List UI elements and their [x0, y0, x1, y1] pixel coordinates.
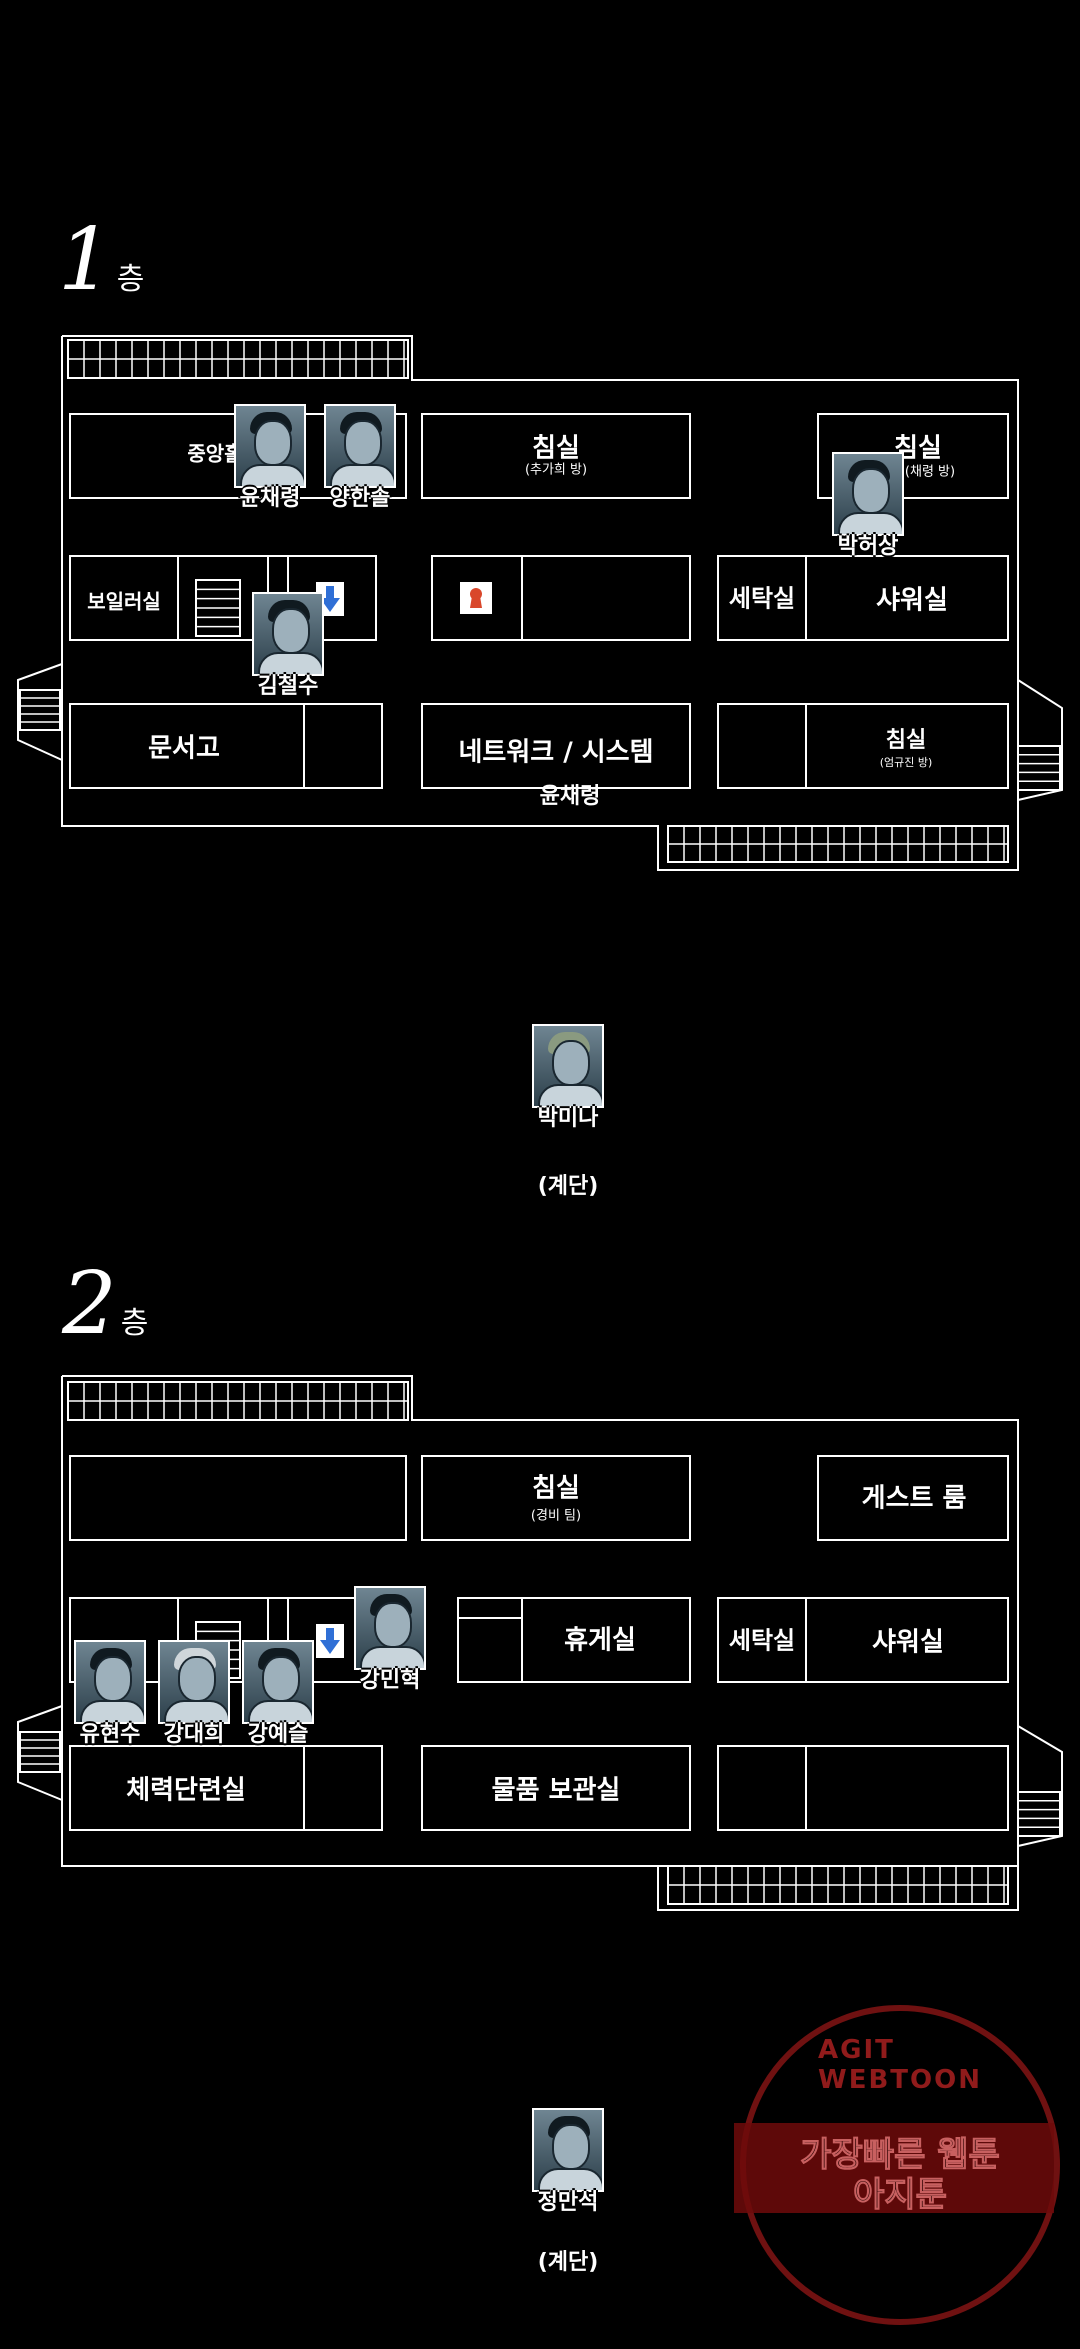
network-room-note: 윤채령	[539, 784, 601, 809]
room-lounge: 휴게실	[564, 1625, 636, 1656]
stairs-label-1: (계단)	[537, 1174, 599, 1199]
room-storage: 물품 보관실	[491, 1775, 621, 1806]
character-name: 정만석	[537, 2190, 599, 2215]
room-shower-1: 샤워실	[876, 585, 948, 616]
character-name: 강예슬	[247, 1722, 309, 1747]
room-bedroom-security: 침실	[532, 1473, 580, 1504]
portrait-icon	[252, 592, 324, 676]
character-name: 유현수	[79, 1722, 141, 1747]
room-bedroom-3-owner: (엄규진 방)	[879, 756, 933, 769]
room-bedroom-1: 침실	[532, 433, 580, 464]
floor2-suffix: 층	[120, 1306, 149, 1341]
portrait-icon	[832, 452, 904, 536]
watermark-arc-text: AGIT WEBTOON	[818, 2035, 982, 2095]
portrait-icon	[158, 1640, 230, 1724]
watermark-line2: 아지툰	[853, 2175, 948, 2216]
character-kang-daehui: 강대희	[158, 1640, 230, 1747]
character-name: 윤채령	[239, 486, 301, 511]
room-bedroom-1-owner: (추가희 방)	[524, 462, 588, 478]
portrait-icon	[324, 404, 396, 488]
character-name: 김철수	[257, 674, 319, 699]
watermark-band	[734, 2123, 1054, 2213]
room-guest: 게스트 룸	[861, 1483, 967, 1514]
character-yu-hyeonsu: 유현수	[74, 1640, 146, 1747]
character-name: 강대희	[163, 1722, 225, 1747]
character-name: 박미나	[537, 1106, 599, 1131]
floor2-number: 2	[62, 1254, 117, 1354]
room-central-hall: 중앙홀	[187, 441, 243, 466]
portrait-icon	[354, 1586, 426, 1670]
room-gym: 체력단련실	[126, 1775, 246, 1806]
character-jeong-manseok: 정만석	[532, 2108, 604, 2215]
watermark-line1: 가장빠른 웹툰	[800, 2135, 1001, 2176]
character-kang-minhyeok: 강민혁	[354, 1586, 426, 1693]
room-boiler: 보일러실	[87, 589, 161, 614]
room-laundry-2: 세탁실	[728, 1626, 796, 1655]
stairs-label-2: (계단)	[537, 2250, 599, 2275]
room-bedroom-3: 침실	[885, 728, 927, 753]
character-yang-hansol: 양한솔	[324, 404, 396, 511]
room-shower-2: 샤워실	[872, 1627, 944, 1658]
keyhole-marker-icon	[460, 582, 492, 614]
character-kang-yeseul: 강예슬	[242, 1640, 314, 1747]
character-name: 박허상	[837, 534, 899, 559]
watermark-stamp: AGIT WEBTOON 가장빠른 웹툰 아지툰	[734, 2005, 1060, 2325]
character-kim-cheolsu: 김철수	[252, 592, 324, 699]
room-network-system: 네트워크 / 시스템	[458, 737, 654, 768]
character-name: 강민혁	[359, 1668, 421, 1693]
floor1-number: 1	[58, 210, 113, 310]
portrait-icon	[242, 1640, 314, 1724]
character-yoon-chaeryeong: 윤채령	[234, 404, 306, 511]
floor1-suffix: 층	[116, 262, 145, 297]
portrait-icon	[532, 2108, 604, 2192]
room-laundry-1: 세탁실	[728, 584, 796, 613]
portrait-icon	[74, 1640, 146, 1724]
portrait-icon	[532, 1024, 604, 1108]
portrait-icon	[234, 404, 306, 488]
character-park-heosang: 박허상	[832, 452, 904, 559]
character-name: 양한솔	[329, 486, 391, 511]
character-park-mina: 박미나	[532, 1024, 604, 1131]
room-bedroom-2-owner: (채령 방)	[904, 464, 956, 480]
floor1-plan	[17, 335, 1063, 871]
down-arrow-marker-icon	[316, 1624, 344, 1658]
room-archive: 문서고	[148, 733, 220, 764]
room-bedroom-security-owner: (경비 팀)	[530, 1508, 582, 1524]
